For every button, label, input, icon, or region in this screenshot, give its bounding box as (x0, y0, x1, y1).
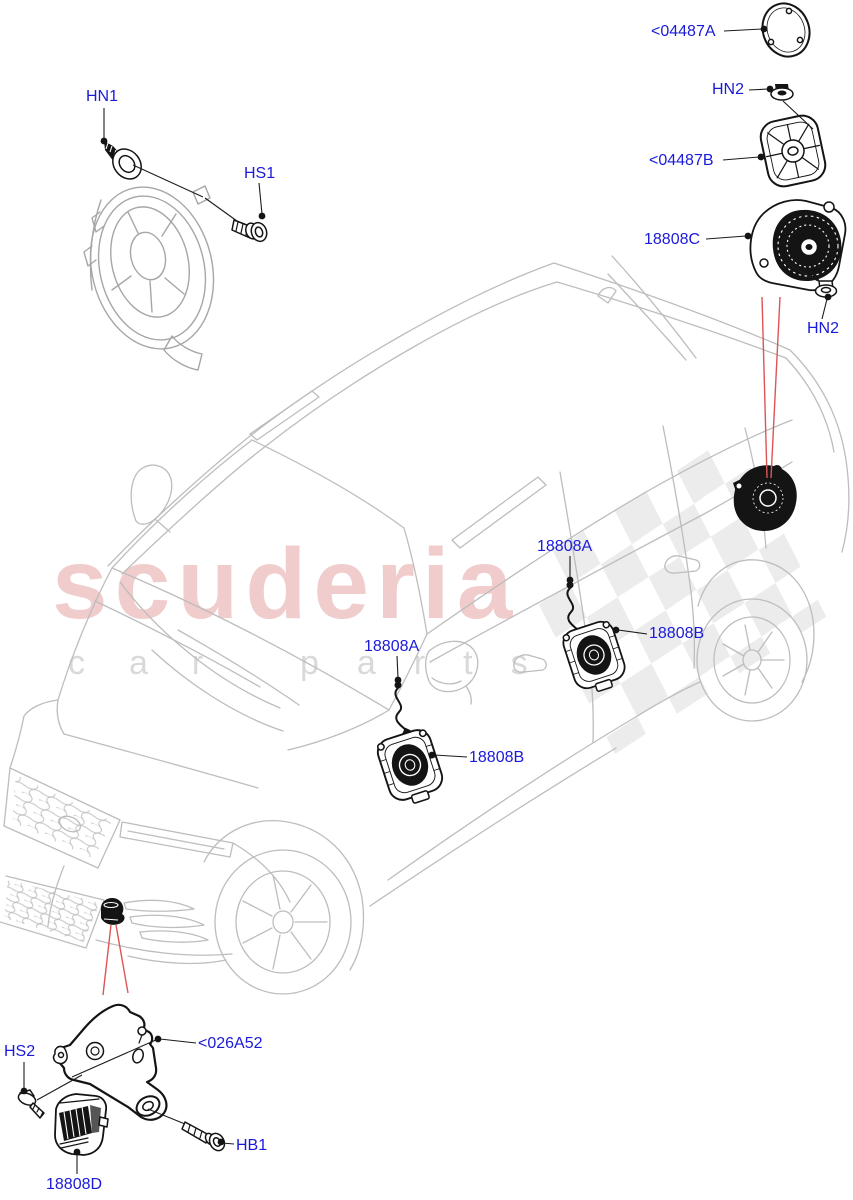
part-label-hs1[interactable]: HS1 (244, 165, 276, 182)
part-label-18808d[interactable]: 18808D (46, 1176, 103, 1193)
headlight (119, 821, 234, 858)
part-18808a-tweeter-wire-front-art[interactable] (394, 681, 414, 739)
part-label-18808a-front[interactable]: 18808A (364, 638, 420, 655)
part-hn2-nut-bottom-art[interactable] (814, 280, 838, 298)
part-label-04487b[interactable]: <04487B (649, 152, 714, 169)
part-label-hb1[interactable]: HB1 (236, 1137, 268, 1154)
lower-grille (0, 875, 105, 949)
part-label-18808c[interactable]: 18808C (644, 231, 701, 248)
part-18808d-speaker-art[interactable] (54, 1093, 109, 1156)
leader-dots (20, 25, 832, 1156)
part-18808c-speaker-art[interactable] (749, 199, 847, 292)
part-label-18808b-front[interactable]: 18808B (469, 749, 525, 766)
part-label-hn2-top[interactable]: HN2 (712, 81, 745, 98)
red-location-lines (102, 296, 781, 996)
bumper-speaker-installed-art[interactable] (101, 897, 125, 925)
part-hs2-screw-art[interactable] (17, 1089, 45, 1119)
far-mirror (130, 464, 173, 525)
part-label-18808b-rear[interactable]: 18808B (649, 625, 705, 642)
part-hn1-clip-art[interactable] (104, 141, 147, 185)
front-grille (3, 767, 121, 869)
rear-door-handle (664, 555, 701, 574)
part-label-hn2-bottom[interactable]: HN2 (807, 320, 840, 337)
subwoofer-speaker-art[interactable] (74, 174, 230, 371)
part-label-026a52[interactable]: <026A52 (198, 1035, 263, 1052)
part-label-04487a[interactable]: <04487A (651, 23, 716, 40)
vehicle-line-art (0, 255, 850, 995)
antenna-fin (597, 286, 617, 304)
part-hn2-nut-top-art[interactable] (770, 84, 794, 101)
leader-lines (23, 28, 828, 1174)
part-hb1-bolt-art[interactable] (181, 1121, 227, 1153)
rear-quarter-speaker-installed-art[interactable] (733, 465, 797, 531)
part-label-18808a-rear[interactable]: 18808A (537, 538, 593, 555)
part-04487b-grille-art[interactable] (758, 113, 828, 190)
part-label-hn1[interactable]: HN1 (86, 88, 119, 105)
part-04487a-gasket-art[interactable] (755, 0, 817, 63)
part-hs1-screw-art[interactable] (231, 219, 269, 243)
part-label-hs2[interactable]: HS2 (4, 1043, 36, 1060)
front-door-handle (513, 654, 547, 673)
part-18808b-speaker-front-art[interactable] (373, 725, 449, 811)
